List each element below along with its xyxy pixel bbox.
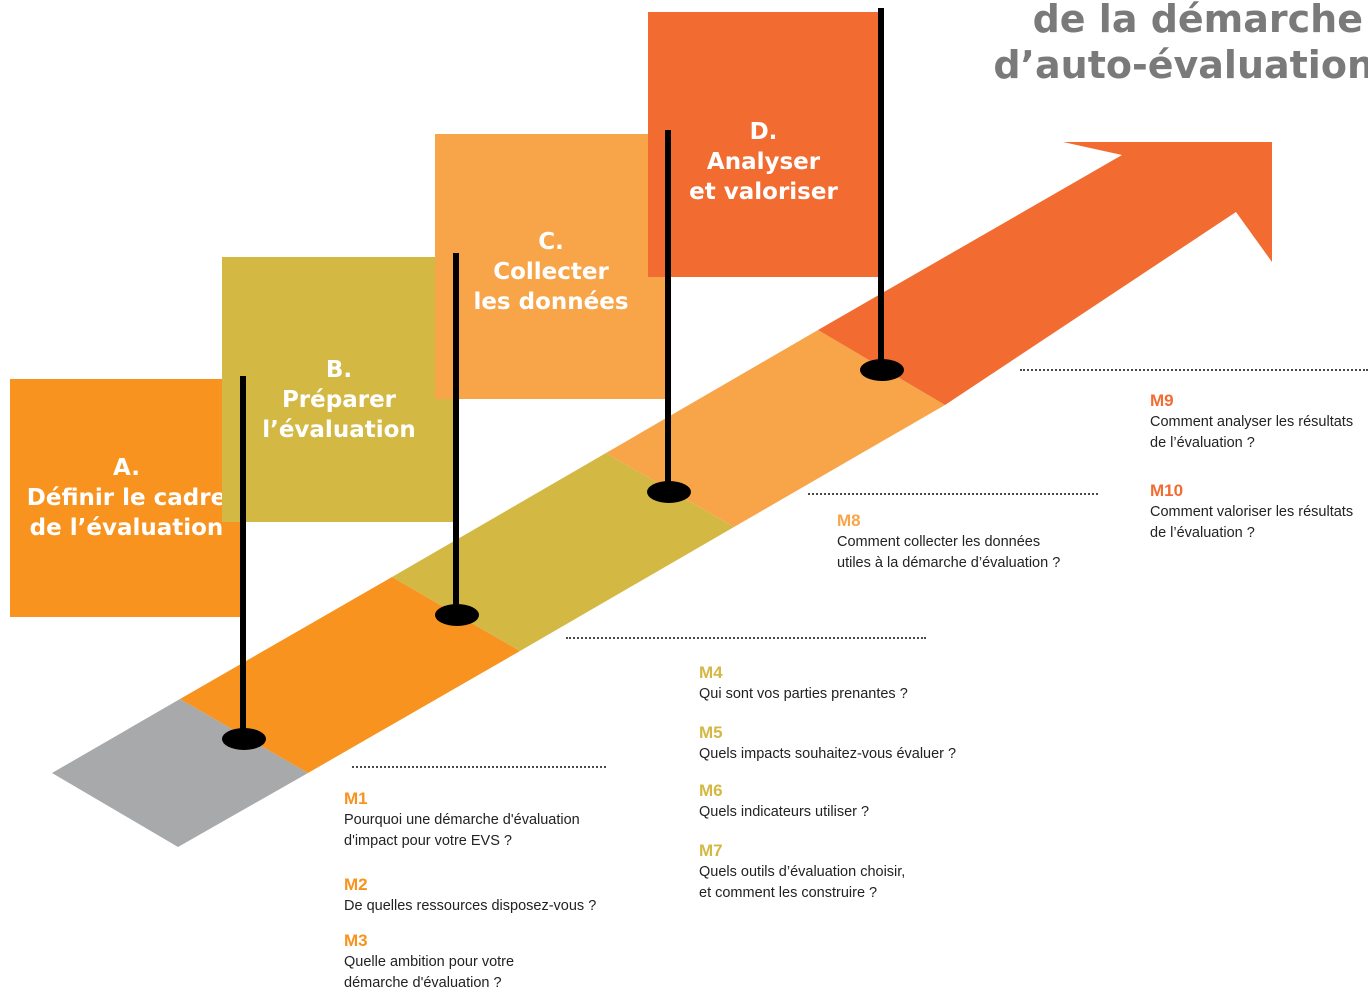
step-segment-c [606, 330, 945, 527]
flag-c-base [647, 481, 691, 503]
module-m9: M9 Comment analyser les résultats de l’é… [1150, 390, 1353, 454]
flag-c-letter: C. [538, 229, 564, 255]
module-m8-code: M8 [837, 511, 861, 530]
module-m7-code: M7 [699, 841, 723, 860]
separator-c [808, 493, 1098, 495]
module-m4: M4 Qui sont vos parties prenantes ? [699, 662, 908, 705]
module-m10-question: Comment valoriser les résultats de l’éva… [1150, 504, 1354, 541]
module-m4-code: M4 [699, 663, 723, 682]
module-m9-code: M9 [1150, 391, 1174, 410]
flag-d-line-1: Analyser [706, 149, 821, 175]
module-m3-code: M3 [344, 931, 368, 950]
separator-a [352, 766, 606, 768]
flag-a-line-1: Définir le cadre [26, 485, 227, 511]
flag-b-line-2: l’évaluation [262, 417, 416, 443]
flag-c-line-1: Collecter [493, 259, 609, 285]
flag-d-letter: D. [749, 119, 778, 145]
module-m3-question: Quelle ambition pour votre démarche d'év… [344, 954, 515, 991]
module-m2: M2 De quelles ressources disposez-vous ? [344, 874, 596, 917]
module-m2-question: De quelles ressources disposez-vous ? [344, 898, 597, 914]
step-segment-b [392, 453, 734, 651]
module-m5-code: M5 [699, 723, 723, 742]
flag-d-pole [878, 8, 884, 370]
module-m1: M1 Pourquoi une démarche d'évaluation d'… [344, 788, 580, 852]
module-m6: M6 Quels indicateurs utiliser ? [699, 780, 869, 823]
flag-a-pole [240, 376, 246, 738]
diagram-title-line-2: d’auto-évaluation [993, 43, 1368, 87]
flag-c: C. Collecter les données [435, 134, 667, 399]
module-m10: M10 Comment valoriser les résultats de l… [1150, 480, 1353, 544]
separator-d [1020, 369, 1368, 371]
flag-a-letter: A. [113, 455, 140, 481]
flag-d-line-2: et valoriser [689, 179, 838, 205]
flag-c-line-2: les données [473, 289, 629, 315]
flag-b: B. Préparer l’évaluation [222, 257, 456, 522]
module-m7: M7 Quels outils d’évaluation choisir, et… [699, 840, 905, 904]
module-m1-question: Pourquoi une démarche d'évaluation d'imp… [344, 812, 580, 849]
flag-a-line-2: de l’évaluation [29, 515, 224, 541]
module-m4-question: Qui sont vos parties prenantes ? [699, 686, 908, 702]
module-m3: M3 Quelle ambition pour votre démarche d… [344, 930, 514, 994]
flag-d: D. Analyser et valoriser [648, 12, 879, 277]
module-m8-question: Comment collecter les données utiles à l… [837, 534, 1061, 571]
flag-a: A. Définir le cadre de l’évaluation [10, 379, 243, 617]
flag-b-base [435, 604, 479, 626]
step-segment-a [180, 577, 520, 773]
flag-d-base [860, 359, 904, 381]
module-m9-question: Comment analyser les résultats de l’éval… [1150, 414, 1354, 451]
module-m2-code: M2 [344, 875, 368, 894]
module-m6-question: Quels indicateurs utiliser ? [699, 804, 870, 820]
flag-b-pole [453, 253, 459, 615]
module-m5: M5 Quels impacts souhaitez-vous évaluer … [699, 722, 956, 765]
module-m7-question: Quels outils d’évaluation choisir, et co… [699, 864, 906, 901]
flag-b-line-1: Préparer [281, 387, 397, 413]
module-m10-code: M10 [1150, 481, 1184, 500]
arrow-head-segment-d [818, 142, 1272, 405]
module-m1-code: M1 [344, 789, 368, 808]
module-m6-code: M6 [699, 781, 723, 800]
diagram-title-line-1: de la démarche [1032, 0, 1363, 41]
separator-b [566, 637, 926, 639]
flag-c-pole [665, 130, 671, 492]
module-m8: M8 Comment collecter les données utiles … [837, 510, 1060, 574]
flag-b-letter: B. [325, 357, 353, 383]
module-m5-question: Quels impacts souhaitez-vous évaluer ? [699, 746, 957, 762]
flag-a-base [222, 728, 266, 750]
